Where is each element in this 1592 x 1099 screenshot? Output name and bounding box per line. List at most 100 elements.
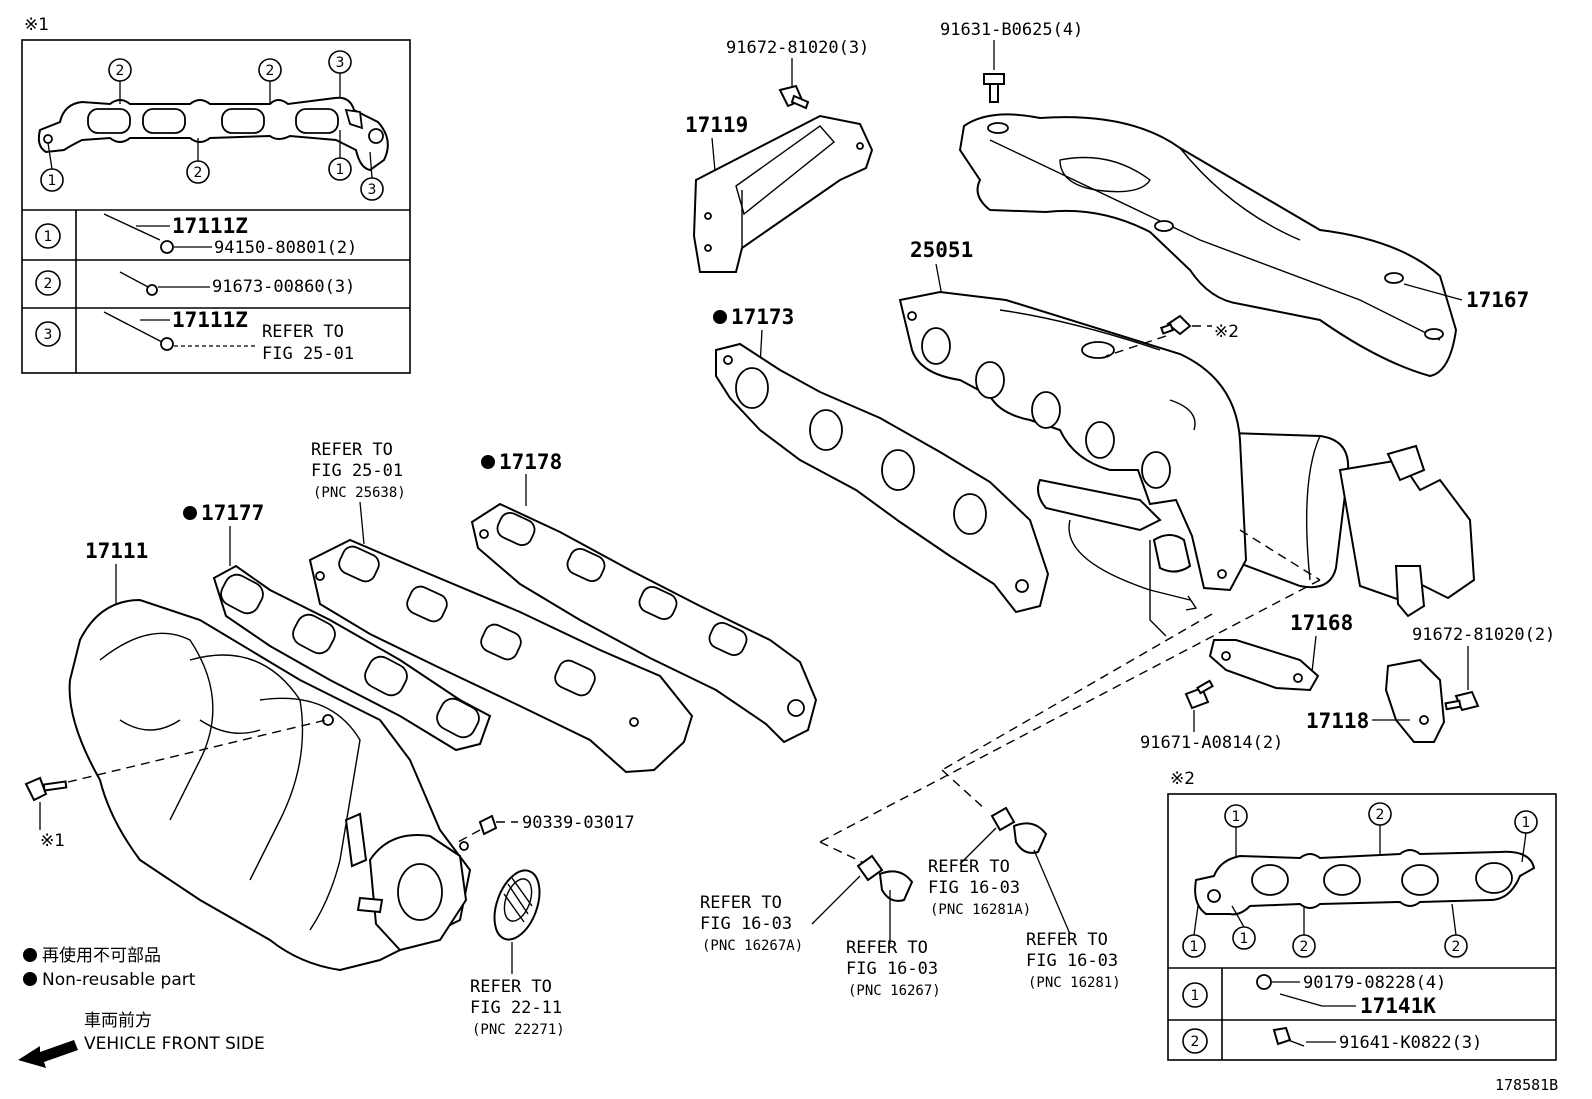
inset2-callouts: 1 2 1 1 1 2 2 — [1182, 802, 1538, 958]
bracket-17118: 17118 91672-81020(2) — [1306, 625, 1555, 743]
heat-insulator-icon — [692, 114, 874, 273]
non-reusable-dot-icon — [23, 972, 37, 986]
insulator-17119: 17119 — [685, 113, 874, 273]
label-mark1-bolt: ※1 — [40, 831, 65, 851]
bracket-icon — [1208, 639, 1320, 692]
bracket-icon — [1384, 658, 1446, 743]
svg-text:2: 2 — [266, 63, 275, 79]
svg-text:2: 2 — [116, 63, 125, 79]
oxygen-sensor-rear: REFER TO FIG 16-03 (PNC 16281A) REFER TO… — [928, 806, 1121, 991]
inset2-mark: ※2 — [1170, 769, 1195, 789]
inset1-row-3: 3 17111Z REFER TO FIG 25-01 — [35, 308, 354, 364]
svg-text:1: 1 — [1232, 809, 1241, 825]
label-mark2: ※2 — [1214, 322, 1239, 342]
inset2-row2-part: 91641-K0822(3) — [1339, 1033, 1482, 1053]
inset1-box: ※1 2 2 3 2 1 1 3 — [21, 15, 411, 374]
label-17178: 17178 — [499, 450, 562, 474]
plug-90339-group: 90339-03017 — [457, 813, 635, 843]
gasket-17177: 17177 — [183, 501, 492, 752]
sensor-icon — [990, 806, 1016, 832]
inset1-callouts: 2 2 3 2 1 1 3 — [40, 50, 384, 201]
label-refer-b2: FIG 22-11 — [470, 998, 562, 1018]
svg-text:1: 1 — [44, 229, 53, 245]
label-refer-d2: FIG 16-03 — [846, 959, 938, 979]
gasket-icon — [470, 502, 818, 744]
non-reusable-dot-icon — [713, 310, 727, 324]
non-reusable-dot-icon — [183, 506, 197, 520]
label-91672-right: 91672-81020(2) — [1412, 625, 1555, 645]
front-jp: 車両前方 — [84, 1011, 152, 1031]
gasket-17173: 17173 — [713, 305, 1050, 614]
label-91671: 91671-A0814(2) — [1140, 733, 1283, 753]
label-17177: 17177 — [201, 501, 264, 525]
sensor-icon — [856, 854, 884, 882]
label-refer-d3: (PNC 16267) — [848, 983, 941, 999]
heat-insulator-icon — [958, 113, 1458, 378]
label-17111: 17111 — [85, 539, 148, 563]
flange-bolt-icon — [1166, 314, 1192, 336]
figure-id: 178581B — [1495, 1076, 1558, 1094]
label-refer-f1: REFER TO — [1026, 930, 1108, 950]
inset1-row2-part: 91673-00860(3) — [212, 277, 355, 297]
inset1-row3-part: 17111Z — [172, 308, 248, 332]
label-17118: 17118 — [1306, 709, 1369, 733]
flange-bolt-icon — [24, 776, 48, 802]
refer-fig-25-01-group: REFER TO FIG 25-01 (PNC 25638) — [308, 440, 694, 774]
label-refer-d1: REFER TO — [846, 938, 928, 958]
svg-text:2: 2 — [1300, 939, 1309, 955]
front-arrow-icon — [18, 1040, 78, 1068]
svg-text:2: 2 — [1376, 807, 1385, 823]
flange-bolt-icon — [983, 73, 1005, 85]
svg-text:3: 3 — [336, 55, 345, 71]
inset2-gasket-icon — [1194, 849, 1536, 916]
bolt-mark1-group: ※1 — [24, 719, 327, 851]
gasket-icon — [715, 342, 1050, 614]
refer-fig-22-11-group: REFER TO FIG 22-11 (PNC 22271) — [470, 869, 565, 1038]
label-25051: 25051 — [910, 238, 973, 262]
label-17119: 17119 — [685, 113, 748, 137]
bolt-91671-group: 91671-A0814(2) — [1140, 679, 1283, 753]
inset2-row-2: 2 91641-K0822(3) — [1182, 1026, 1482, 1054]
svg-text:2: 2 — [44, 276, 53, 292]
oxygen-sensor-front: REFER TO FIG 16-03 (PNC 16267A) REFER TO… — [700, 854, 941, 999]
plug-icon — [478, 814, 498, 836]
svg-text:2: 2 — [1191, 1034, 1200, 1050]
svg-text:1: 1 — [1190, 939, 1199, 955]
legend-en: Non-reusable part — [42, 970, 196, 990]
label-refer-f3: (PNC 16281) — [1028, 975, 1121, 991]
inset2-box: ※2 1 2 1 1 1 2 2 1 — [1167, 769, 1557, 1061]
svg-text:3: 3 — [44, 327, 53, 343]
inset1-row3-fig: FIG 25-01 — [262, 344, 354, 364]
legend-jp: 再使用不可部品 — [42, 945, 161, 966]
legend: 再使用不可部品 Non-reusable part — [23, 945, 196, 990]
label-91672-top: 91672-81020(3) — [726, 38, 869, 58]
svg-text:1: 1 — [48, 173, 57, 189]
insulator-17167: 17167 — [958, 113, 1529, 378]
sensor-routing — [819, 529, 1321, 863]
inset2-row1-part-a: 90179-08228(4) — [1303, 973, 1446, 993]
label-90339: 90339-03017 — [522, 813, 635, 833]
svg-text:1: 1 — [1191, 988, 1200, 1004]
label-refer-f2: FIG 16-03 — [1026, 951, 1118, 971]
intake-manifold-17111: 17111 — [68, 539, 472, 972]
manifold-25051: 25051 — [898, 238, 1476, 637]
inset1-mark: ※1 — [24, 15, 49, 35]
non-reusable-dot-icon — [481, 455, 495, 469]
intake-manifold-icon — [68, 598, 472, 972]
label-17168: 17168 — [1290, 611, 1353, 635]
inset1-row-2: 2 91673-00860(3) — [35, 270, 355, 297]
label-refer-e1: REFER TO — [928, 857, 1010, 877]
label-refer-e2: FIG 16-03 — [928, 878, 1020, 898]
label-91631: 91631-B0625(4) — [940, 20, 1083, 40]
svg-text:2: 2 — [1452, 939, 1461, 955]
flange-bolt-icon — [1272, 1026, 1292, 1046]
label-refer-a1: REFER TO — [311, 440, 393, 460]
label-refer-b1: REFER TO — [470, 977, 552, 997]
label-17167: 17167 — [1466, 288, 1529, 312]
label-refer-e3: (PNC 16281A) — [930, 902, 1031, 918]
inset1-row1-part-a: 17111Z — [172, 214, 248, 238]
inset1-row3-refer: REFER TO — [262, 322, 344, 342]
gasket-17178: 17178 — [470, 450, 818, 744]
inset1-row-1: 1 17111Z 94150-80801(2) — [35, 213, 357, 258]
